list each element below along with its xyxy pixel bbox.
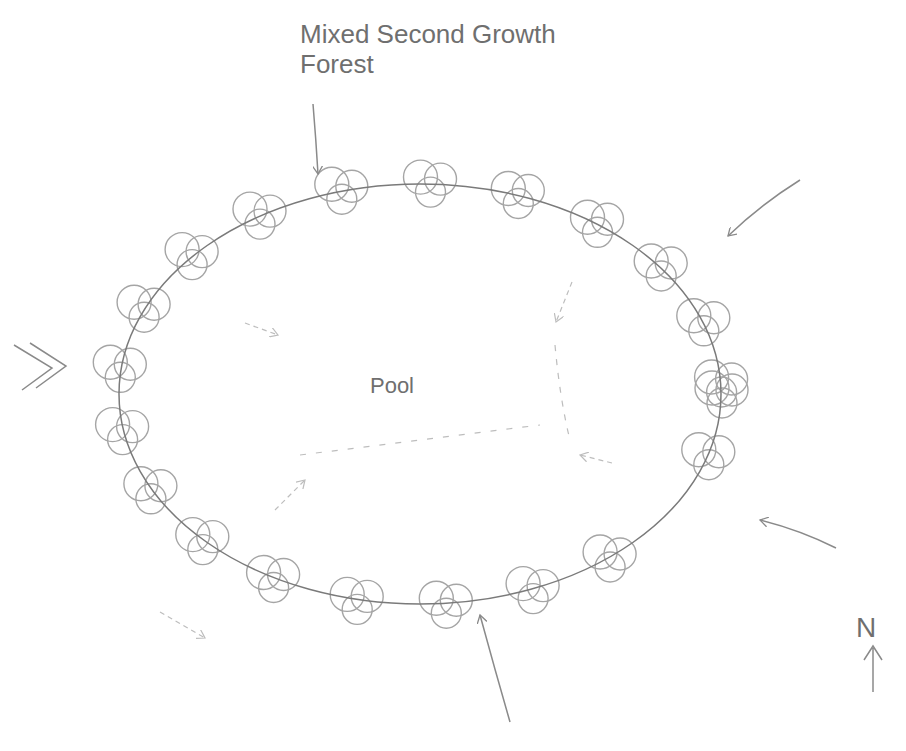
flow-arrow bbox=[245, 323, 278, 335]
region-label: Mixed Second Growth Forest bbox=[300, 20, 570, 80]
tree-symbol bbox=[703, 436, 735, 468]
flow-arrow bbox=[556, 282, 572, 322]
tree-symbol bbox=[186, 236, 218, 268]
tree-symbol bbox=[425, 163, 457, 195]
tree-symbol bbox=[114, 348, 146, 380]
tree-symbol bbox=[646, 261, 676, 291]
pool-outline: Pool bbox=[118, 183, 722, 605]
tree-symbol bbox=[351, 580, 383, 612]
tree-symbol bbox=[440, 584, 472, 616]
leader-arrow bbox=[313, 104, 318, 174]
tree-symbol bbox=[245, 209, 275, 239]
tree-symbol bbox=[197, 521, 229, 553]
flow-line bbox=[300, 425, 540, 455]
pool-ellipse bbox=[118, 183, 722, 605]
tree-symbol bbox=[689, 316, 719, 346]
tree-symbol bbox=[117, 411, 149, 443]
tree-symbol bbox=[177, 250, 207, 280]
pool-label: Pool bbox=[370, 373, 414, 399]
flow-arrow bbox=[580, 455, 612, 463]
wind-arrow bbox=[14, 343, 66, 390]
tree-symbol bbox=[138, 288, 170, 320]
flow-line bbox=[555, 345, 570, 440]
flow-arrow bbox=[275, 480, 305, 510]
north-arrow bbox=[864, 646, 882, 692]
tree-symbol bbox=[698, 302, 730, 334]
wind-arrow bbox=[728, 180, 800, 236]
tree-symbol bbox=[336, 170, 368, 202]
north-label: N bbox=[856, 612, 896, 644]
wind-arrow bbox=[480, 615, 510, 722]
flow-arrow bbox=[160, 612, 205, 638]
tree-symbol bbox=[655, 247, 687, 279]
tree-symbol bbox=[583, 217, 613, 247]
tree-symbol bbox=[416, 177, 446, 207]
wind-arrow bbox=[760, 520, 836, 548]
